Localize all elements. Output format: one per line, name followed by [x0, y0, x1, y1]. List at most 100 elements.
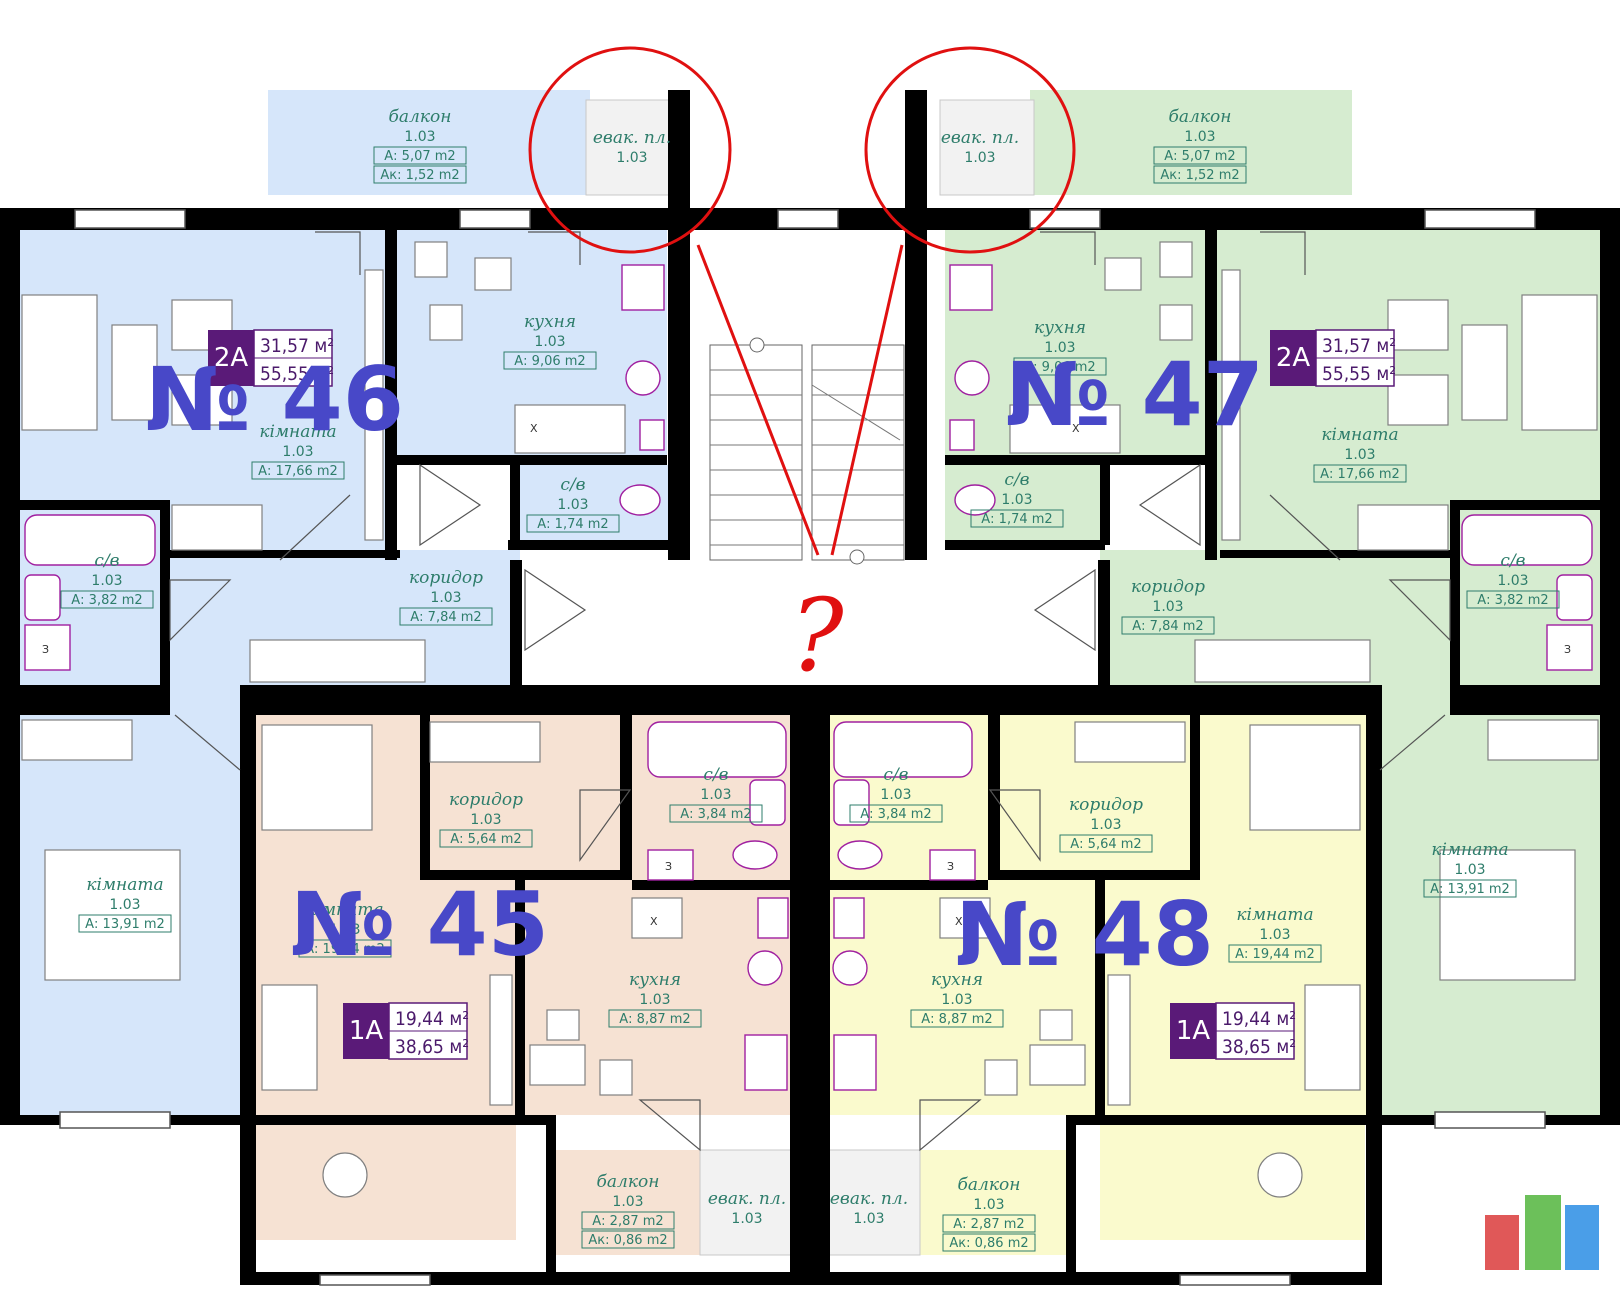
question-mark: ?	[790, 577, 845, 694]
room-area: А: 1,74 m2	[981, 512, 1052, 527]
total-area: 55,55 м²	[1322, 363, 1396, 385]
area-box	[1013, 357, 1107, 376]
room-code: 1.03	[941, 992, 972, 1008]
room-area: А: 3,82 m2	[1477, 593, 1548, 608]
room-code: 1.03	[430, 590, 461, 606]
room-name: кімната	[1321, 425, 1398, 445]
sink-x-46: X	[530, 422, 538, 435]
area-box	[439, 829, 533, 848]
room-area: А: 9,06 m2	[1024, 360, 1095, 375]
area-box	[1153, 146, 1247, 165]
room-label-wc47: с/в1.03А: 1,74 m2	[970, 470, 1064, 528]
area-box	[78, 914, 172, 933]
area-box	[503, 351, 597, 370]
doors	[169, 231, 1451, 1152]
stairs	[709, 337, 905, 565]
living-area: 31,57 м²	[260, 335, 334, 357]
washer-label-46: З	[42, 643, 49, 656]
annotation-circle-right	[864, 46, 1076, 254]
area-box	[970, 509, 1064, 528]
room-label-bath45: с/в1.03А: 3,84 m2	[669, 765, 763, 823]
living-area: 19,44 м²	[1222, 1008, 1296, 1030]
area-box	[910, 1009, 1004, 1028]
room-area: Ак: 0,86 m2	[949, 1236, 1028, 1251]
room-code: 1.03	[109, 897, 140, 913]
room-area: А: 7,84 m2	[1132, 619, 1203, 634]
room-area: А: 13,91 m2	[85, 917, 165, 932]
room-name: с/в	[560, 475, 585, 495]
area-box	[251, 461, 345, 480]
room-code: 1.03	[616, 150, 647, 166]
room-area: Ак: 1,52 m2	[380, 168, 459, 183]
room-code: 1.03	[973, 1197, 1004, 1213]
room-area: А: 5,64 m2	[450, 832, 521, 847]
washer-label-45: З	[665, 860, 672, 873]
room-name: балкон	[389, 107, 452, 127]
area-box	[373, 146, 467, 165]
furniture	[21, 241, 1599, 1198]
room-name: балкон	[958, 1175, 1021, 1195]
room-name: балкон	[1169, 107, 1232, 127]
room-code: 1.03	[404, 129, 435, 145]
area-box	[1153, 165, 1247, 184]
apartment-type-badge	[208, 330, 254, 386]
room-area: А: 2,87 m2	[953, 1217, 1024, 1232]
site-logo	[1485, 1195, 1599, 1270]
room-name: евак. пл.	[708, 1189, 786, 1209]
area-box	[1228, 944, 1322, 963]
room-area: Ак: 0,86 m2	[588, 1233, 667, 1248]
room-code: 1.03	[1044, 340, 1075, 356]
room-code: 1.03	[880, 787, 911, 803]
total-area: 38,65 м²	[1222, 1036, 1296, 1058]
apartment-type: 1A	[1176, 1016, 1211, 1046]
room-code: 1.03	[1184, 129, 1215, 145]
area-box	[399, 607, 493, 626]
room-area: А: 2,87 m2	[592, 1214, 663, 1229]
room-code: 1.03	[470, 812, 501, 828]
room-code: 1.03	[1344, 447, 1375, 463]
room-name: с/в	[1004, 470, 1029, 490]
windows	[59, 209, 1546, 1286]
room-code: 1.03	[639, 992, 670, 1008]
room-name: кімната	[306, 900, 383, 920]
room-area: А: 9,06 m2	[514, 354, 585, 369]
room-name: кухня	[931, 970, 983, 990]
total-area: 55,55 м²	[260, 363, 334, 385]
room-name: кімната	[1431, 840, 1508, 860]
room-code: 1.03	[731, 1211, 762, 1227]
room-label-evac48: евак. пл.1.03	[830, 1189, 908, 1227]
room-area: А: 7,84 m2	[410, 610, 481, 625]
room-label-evac46: евак. пл. 1.03	[593, 128, 671, 166]
living-area: 31,57 м²	[1322, 335, 1396, 357]
room-code: 1.03	[1497, 573, 1528, 589]
sink-x-45: X	[650, 915, 658, 928]
room-name: с/в	[883, 765, 908, 785]
room-name: евак. пл.	[830, 1189, 908, 1209]
apartment-number: № 46	[145, 348, 404, 451]
apartment-type-badge	[1270, 330, 1316, 386]
room-area: А: 5,64 m2	[1070, 837, 1141, 852]
area-box	[942, 1233, 1036, 1252]
area-box	[298, 939, 392, 958]
room-area: А: 8,87 m2	[619, 1012, 690, 1027]
room-name: евак. пл.	[593, 128, 671, 148]
annotation-circle-left	[528, 46, 732, 254]
area-box	[1423, 879, 1517, 898]
room-name: с/в	[1500, 551, 1525, 571]
room-name: с/в	[94, 551, 119, 571]
area-box	[581, 1211, 675, 1230]
